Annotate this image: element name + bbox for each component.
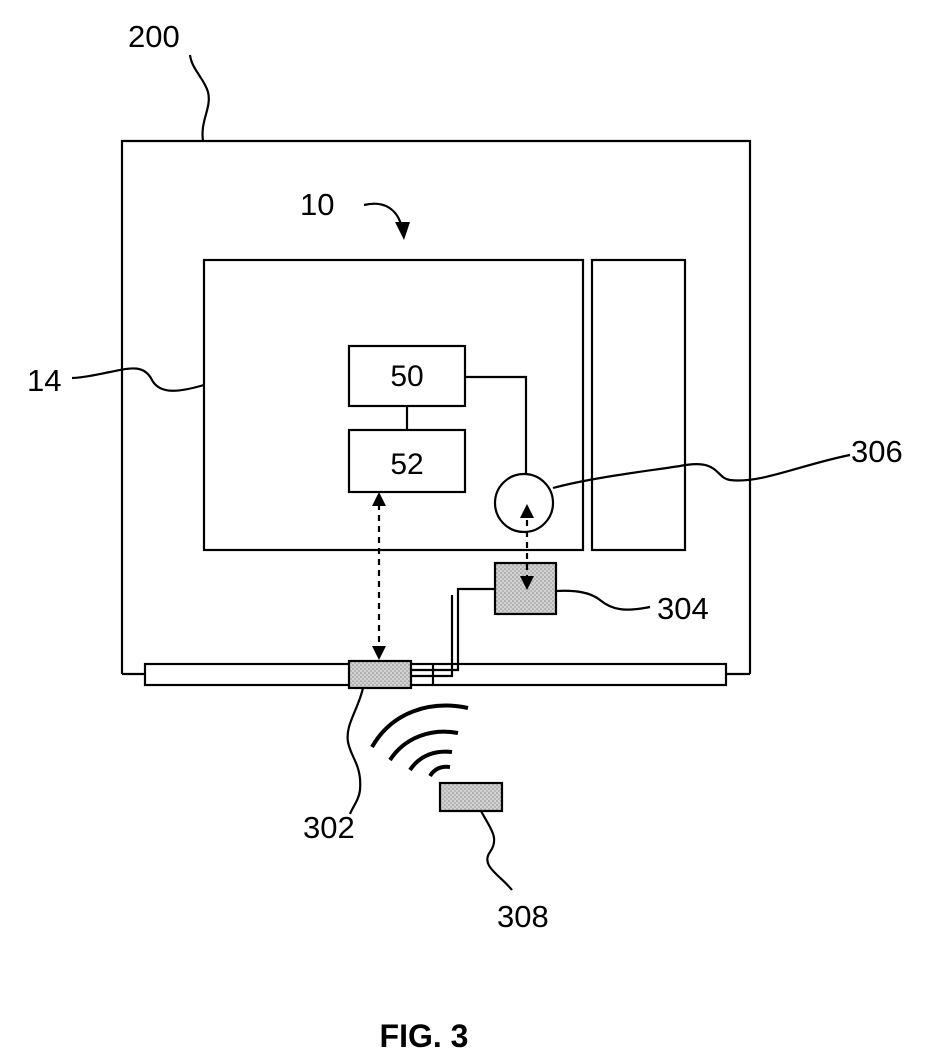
sensor-306 <box>495 474 553 532</box>
module-304 <box>495 563 556 614</box>
housing-leader <box>190 55 209 141</box>
transceiver-302 <box>349 661 411 688</box>
remote-308 <box>440 783 502 811</box>
figure-caption: FIG. 3 <box>380 1018 469 1053</box>
label-200: 200 <box>128 19 180 54</box>
label-308: 308 <box>497 899 549 934</box>
panel-leader <box>72 368 204 390</box>
side-compartment <box>592 260 685 550</box>
label-304: 304 <box>657 591 709 626</box>
signal-arc-core <box>430 767 450 776</box>
label-10: 10 <box>300 187 334 222</box>
label-52: 52 <box>390 448 423 481</box>
device-pointer-arrowhead <box>395 222 410 240</box>
remote-leader <box>481 811 512 890</box>
label-306: 306 <box>851 434 903 469</box>
label-50: 50 <box>390 360 423 393</box>
module-leader <box>556 591 650 610</box>
label-302: 302 <box>303 810 355 845</box>
bottom-rail <box>145 664 726 685</box>
block-transceiver-arrow-down <box>372 646 386 660</box>
transceiver-leader <box>348 688 363 814</box>
signal-arc-outer <box>372 706 468 747</box>
label-14: 14 <box>27 363 61 398</box>
